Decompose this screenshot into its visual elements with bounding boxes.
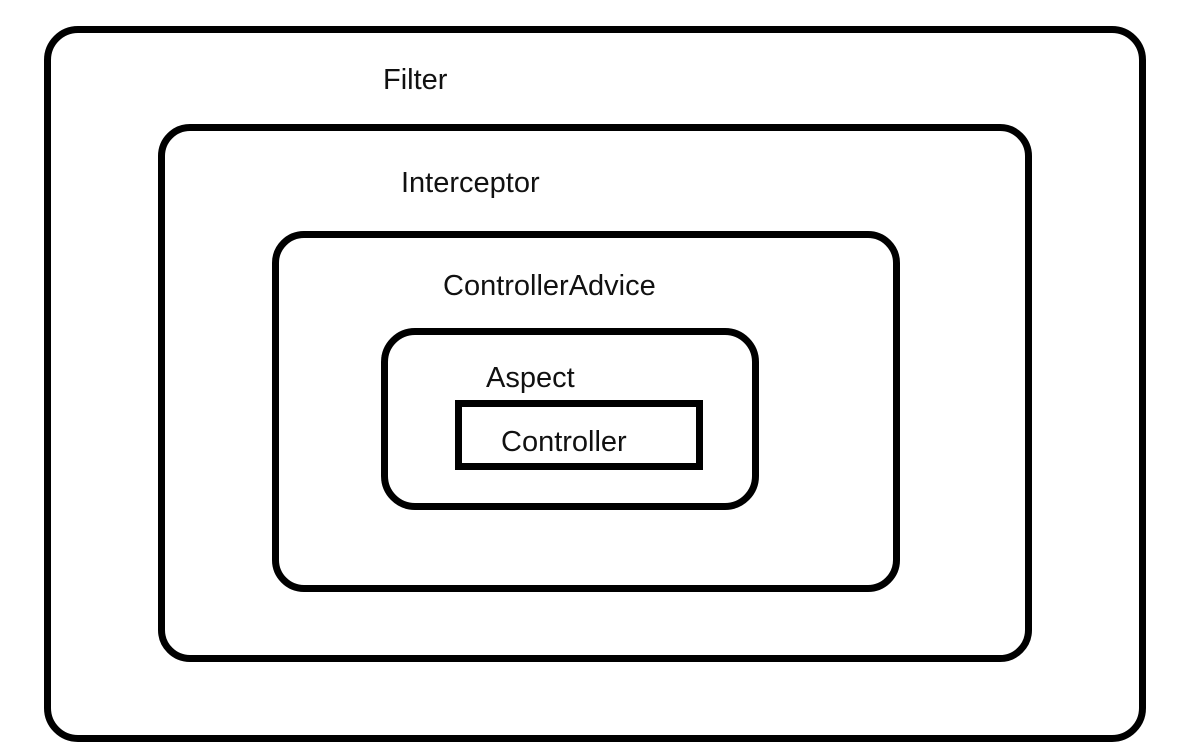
interceptor-label: Interceptor (401, 167, 540, 199)
controller-box (455, 400, 703, 470)
controller-advice-box (272, 231, 900, 592)
aspect-box (381, 328, 759, 510)
interceptor-box (158, 124, 1032, 662)
filter-label: Filter (383, 64, 448, 96)
filter-box (44, 26, 1146, 742)
aspect-label: Aspect (486, 362, 575, 394)
controller-advice-label: ControllerAdvice (443, 270, 656, 302)
controller-label: Controller (501, 426, 627, 458)
